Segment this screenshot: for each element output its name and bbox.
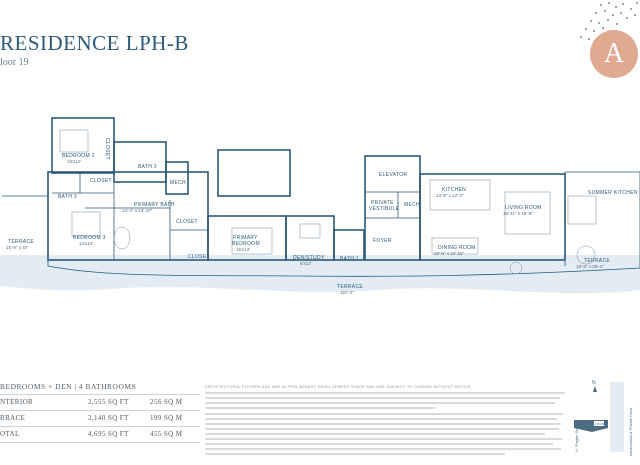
dim-living: 16'-11" x 18'-9" — [503, 211, 533, 216]
brand-logo: A — [590, 30, 638, 78]
label-closet-d: CLOSET — [188, 254, 210, 260]
label-private-vestibule-2: VESTIBULE — [369, 206, 400, 212]
page-title: RESIDENCE LPH-B — [0, 31, 189, 55]
dim-terrace-mid: 157'-2" — [340, 290, 354, 295]
label-bedroom3: BEDROOM 3 — [73, 235, 106, 241]
label-terrace-right: TERRACE — [584, 258, 610, 264]
summary-row: NTERIOR 2,555 SQ FT 256 SQ M — [0, 394, 200, 410]
area-summary: BEDROOMS + DEN | 4 BATHROOMS NTERIOR 2,5… — [0, 380, 200, 443]
label-bath1: BATH 1 — [340, 256, 359, 262]
north-arrow-icon: N — [592, 380, 596, 386]
label-dining: DINING ROOM — [438, 245, 476, 251]
label-bath2: BATH 2 — [138, 164, 157, 170]
label-primary-bedroom: PRIMARY — [233, 235, 258, 241]
keyplan-unit: LPH-B — [595, 422, 604, 426]
label-kitchen: KITCHEN — [442, 187, 466, 193]
summary-row: RRACE 2,140 SQ FT 199 SQ M — [0, 410, 200, 426]
dim-primary-bedroom: 15'x13' — [236, 247, 250, 252]
label-terrace-mid: TERRACE — [337, 284, 363, 290]
dim-bedroom3: 12'x14' — [79, 241, 93, 246]
summary-heading: BEDROOMS + DEN | 4 BATHROOMS — [0, 382, 137, 391]
wall-living — [419, 173, 566, 261]
floor-plan: CLOSET BEDROOM 2 13'x12' BATH 2 CLOSET M… — [0, 100, 640, 340]
decorative-dot-pattern — [560, 0, 640, 60]
dim-terrace-left: 15'-9" x 40' — [6, 245, 28, 250]
logo-letter: A — [603, 38, 625, 69]
keyplan-street-left: N. Flagler Drive — [574, 423, 579, 452]
dim-kitchen: 13'-8" x 12'-2" — [436, 193, 464, 198]
dim-den: 8'x13' — [300, 261, 312, 266]
label-closet-c: CLOSET — [176, 219, 198, 225]
wall-bath2 — [113, 141, 167, 183]
label-closet-a: CLOSET — [104, 138, 110, 160]
dim-terrace-right: 19'-8" x 26'-4" — [576, 264, 604, 269]
disclaimer-heading: ARCHITECTURAL FLOORPLANS ARE IN PRELIMIN… — [205, 385, 471, 389]
label-summer-kitchen: SUMMER KITCHEN — [588, 190, 638, 196]
summary-row: OTAL 4,695 SQ FT 455 SQ M — [0, 426, 200, 443]
label-foyer: FOYER — [373, 238, 392, 244]
water-band — [0, 255, 640, 294]
dim-primary-bath: 13'-4" x 13'-10" — [122, 208, 153, 213]
key-plan: N LPH-B N. Flagler Drive Intracoastal & … — [570, 370, 640, 460]
label-mech-b: MECH — [404, 202, 420, 208]
label-bedroom2: BEDROOM 2 — [62, 153, 95, 159]
floor-label: loor 19 — [0, 57, 29, 68]
label-bath3: BATH 3 — [58, 194, 77, 200]
label-closet-b: CLOSET — [90, 178, 112, 184]
label-living: LIVING ROOM — [505, 205, 542, 211]
label-mech-a: MECH — [170, 180, 186, 186]
wall-bath1 — [333, 229, 365, 261]
legal-disclaimer: ARCHITECTURAL FLOORPLANS ARE IN PRELIMIN… — [205, 385, 565, 455]
label-primary-bath: PRIMARY BATH — [134, 202, 175, 208]
label-private-vestibule: PRIVATE — [371, 200, 394, 206]
label-terrace-left: TERRACE — [8, 239, 34, 245]
dim-bedroom2: 13'x12' — [67, 159, 81, 164]
wall-shaft — [217, 149, 291, 197]
terrace-outline — [2, 171, 640, 277]
keyplan-street-right: Intracoastal & Private Dock — [628, 408, 633, 456]
label-den: DEN/STUDY — [293, 255, 325, 261]
dim-dining: 20'-9" x 10'-11" — [434, 251, 464, 256]
label-primary-bedroom-2: BEDROOM — [232, 241, 260, 247]
wall-mech-a — [165, 161, 189, 195]
label-elevator: ELEVATOR — [379, 172, 407, 178]
